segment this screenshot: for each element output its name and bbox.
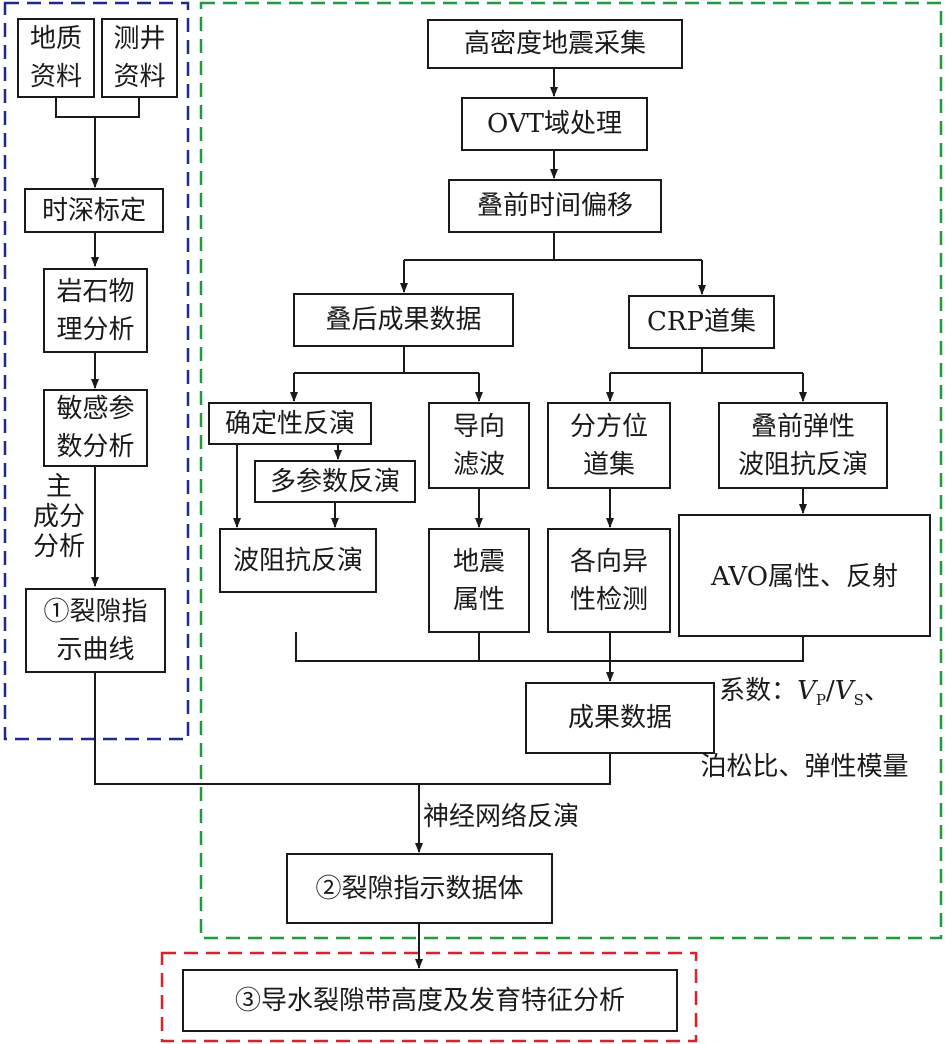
- label-neural-net: 神经网络反演: [423, 802, 580, 832]
- node-multiparam-inv: 多参数反演: [254, 460, 416, 503]
- node-prestack-migration: 叠前时间偏移: [448, 179, 662, 233]
- avo-vp-sub: P: [815, 691, 827, 710]
- avo-line-2-prefix: 系数：: [719, 676, 798, 706]
- edge-merge-results: [295, 632, 804, 662]
- edge-migration-split: [404, 232, 555, 261]
- node-poststack-data: 叠后成果数据: [293, 293, 514, 347]
- node-avo: AVO属性、反射 系数：VP/VS、 泊松比、弹性模量: [678, 514, 931, 782]
- node-guided-filter: 导向 滤波: [428, 402, 530, 489]
- region-3-frame: [160, 951, 698, 1043]
- edge-poststack-split: [294, 346, 405, 374]
- label-pca: 主 成分 分析: [24, 472, 94, 562]
- node-time-depth: 时深标定: [24, 188, 164, 233]
- node-sensitive-params: 敏感参 数分析: [43, 389, 148, 467]
- node-well-data: 测井 资料: [101, 18, 178, 98]
- node-hd-seismic: 高密度地震采集: [427, 19, 683, 69]
- region-1-frame: [3, 1, 190, 741]
- node-fracture-volume: ②裂隙指示数据体: [286, 853, 553, 924]
- node-deterministic-inv: 确定性反演: [208, 402, 372, 445]
- node-ovt: OVT域处理: [461, 97, 648, 151]
- node-seismic-attr: 地震 属性: [428, 528, 530, 633]
- region-2-frame: [199, 1, 943, 940]
- avo-vp: V: [797, 676, 816, 706]
- avo-line-2: 系数：VP/VS、: [680, 634, 929, 710]
- node-anisotropy: 各向异 性检测: [547, 528, 671, 633]
- node-azimuth-gathers: 分方位 道集: [547, 402, 671, 489]
- avo-line-3: 泊松比、弹性模量: [700, 752, 909, 782]
- node-impedance-inv: 波阻抗反演: [219, 528, 377, 593]
- node-result-data: 成果数据: [525, 682, 715, 754]
- avo-vs-sub: S: [853, 691, 864, 710]
- edge-final-merge: [94, 672, 611, 785]
- node-final-analysis: ③导水裂隙带高度及发育特征分析: [182, 969, 678, 1032]
- node-geology-data: 地质 资料: [17, 18, 95, 98]
- node-fracture-curve: ①裂隙指 示曲线: [25, 588, 166, 673]
- avo-vs: V: [834, 676, 854, 706]
- avo-line-1: AVO属性、反射: [710, 562, 899, 592]
- node-prestack-elastic: 叠前弹性 波阻抗反演: [718, 402, 888, 489]
- node-crp-gathers: CRP道集: [628, 295, 775, 349]
- node-rock-physics: 岩石物 理分析: [43, 268, 148, 353]
- edge-geology-merge: [55, 97, 140, 118]
- avo-line-2-suffix: 、: [863, 676, 890, 706]
- avo-slash: /: [826, 676, 835, 706]
- edge-crp-split: [610, 348, 703, 374]
